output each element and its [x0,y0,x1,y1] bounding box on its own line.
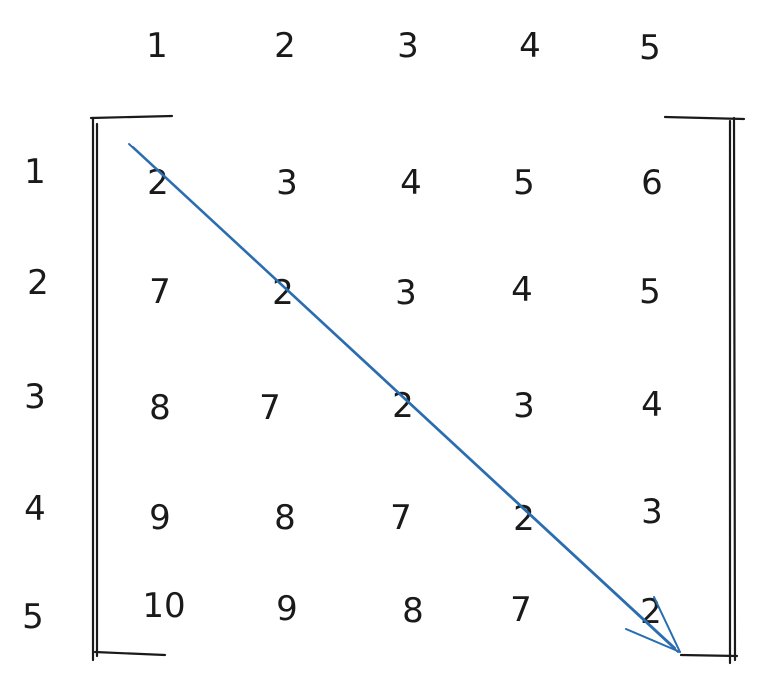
row-header-5: 5 [22,597,44,637]
matrix-cell-4-3: 7 [390,498,412,538]
matrix-cell-3-1: 8 [149,388,171,428]
matrix-cell-1-2: 3 [276,163,298,203]
matrix-cell-4-5: 3 [641,492,663,532]
matrix-cell-4-4: 2 [513,499,535,539]
matrix-cell-5-2: 9 [276,589,298,629]
diagonal-arrow [128,143,681,653]
matrix-cell-2-2: 2 [272,273,294,313]
matrix-cell-3-2: 7 [259,388,281,428]
left-bracket [89,114,174,662]
column-header-4: 4 [519,26,541,66]
matrix-cell-1-5: 6 [641,163,663,203]
matrix-cell-1-4: 5 [513,163,535,203]
matrix-cell-4-1: 9 [149,498,171,538]
matrix-cell-3-4: 3 [513,386,535,426]
row-header-3: 3 [24,377,46,417]
matrix-cell-1-3: 4 [400,163,422,203]
matrix-cell-2-1: 7 [149,272,171,312]
row-header-1: 1 [24,152,46,192]
column-header-3: 3 [397,26,419,66]
column-header-1: 1 [146,26,168,66]
matrix-cell-5-3: 8 [402,591,424,631]
column-header-2: 2 [274,26,296,66]
row-header-4: 4 [24,489,46,529]
matrix-cell-2-5: 5 [639,272,661,312]
matrix-cell-5-4: 7 [510,590,532,630]
matrix-cell-2-4: 4 [511,270,533,310]
matrix-cell-4-2: 8 [274,498,296,538]
matrix-cell-3-5: 4 [641,385,663,425]
column-header-5: 5 [639,28,661,68]
matrix-cell-5-1: 10 [142,586,186,626]
row-header-2: 2 [27,263,49,303]
matrix-cell-3-3: 2 [392,386,414,426]
matrix-cell-2-3: 3 [395,273,417,313]
right-bracket [663,115,746,665]
